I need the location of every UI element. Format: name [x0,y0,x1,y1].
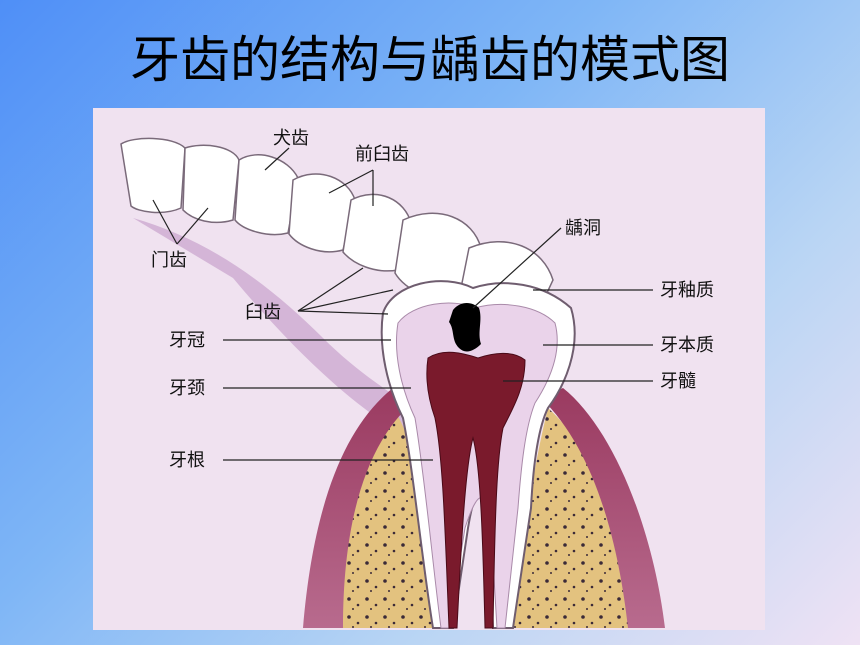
leader-molar-c [297,310,389,315]
label-molar: 臼齿 [245,302,281,323]
leader-incisor-b [176,207,209,245]
bone-left [323,408,453,628]
canine-tooth [234,154,299,236]
label-canine: 犬齿 [273,128,309,149]
leader-molar-a [297,267,364,312]
cavity-hole [449,303,481,352]
leader-cavity [472,227,562,309]
gum-shading [133,218,433,438]
pulp-chamber [426,351,526,629]
incisor-tooth-1 [120,137,186,214]
incisor-tooth-2 [182,144,240,224]
leader-premolar-a [328,169,374,194]
label-enamel: 牙釉质 [660,280,714,301]
bone-right [513,408,638,628]
label-premolar: 前臼齿 [355,144,409,165]
label-incisor: 门齿 [151,250,187,271]
label-cavity: 龋洞 [565,218,601,239]
gum-left [303,388,411,628]
leader-incisor-a [152,199,178,245]
label-crown: 牙冠 [169,330,205,351]
leader-canine [264,147,290,171]
label-neck: 牙颈 [169,378,205,399]
label-pulp: 牙髓 [660,371,696,392]
gum-right [541,388,665,628]
leader-lines [152,147,653,461]
label-root: 牙根 [169,450,205,471]
page-title: 牙齿的结构与龋齿的模式图 [130,31,730,89]
label-dentin: 牙本质 [660,335,714,356]
diagram-panel: 犬齿 前臼齿 门齿 臼齿 龋洞 牙釉质 牙本质 牙髓 牙冠 牙颈 牙根 [93,108,765,630]
leader-molar-b [297,289,394,312]
tooth-diagram: 犬齿 前臼齿 门齿 臼齿 龋洞 牙釉质 牙本质 牙髓 牙冠 牙颈 牙根 [120,128,714,629]
